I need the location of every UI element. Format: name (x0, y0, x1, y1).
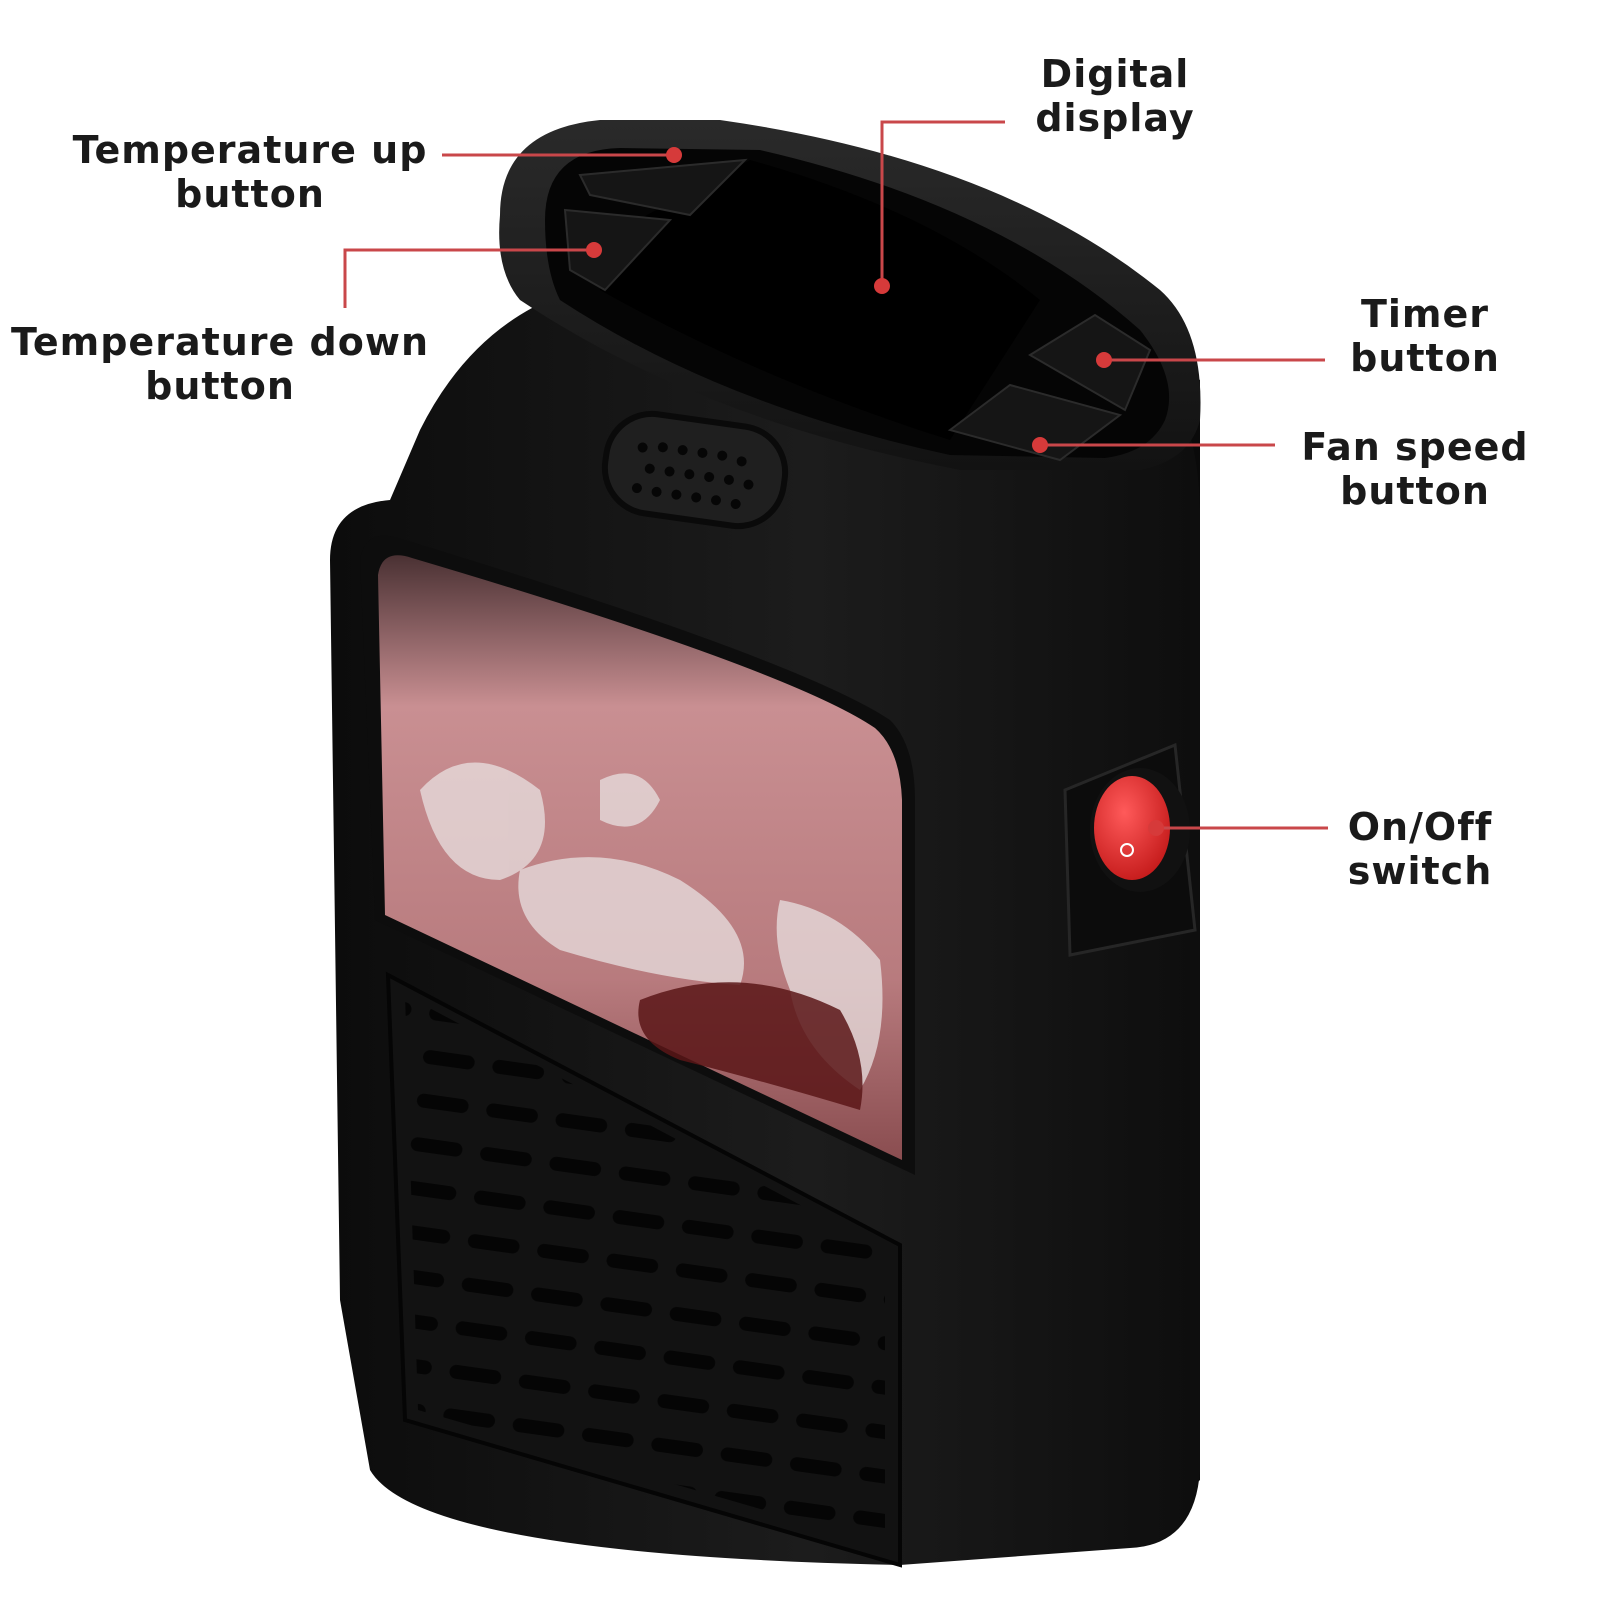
leader-line-digital-display (880, 120, 1005, 286)
fan-speed-button[interactable] (947, 383, 1123, 462)
label-fan-speed: Fan speed button (1285, 425, 1545, 513)
label-timer-line1: Timer (1360, 292, 1490, 336)
label-on-off-line2: switch (1347, 849, 1493, 893)
label-temperature-up-line1: Temperature up (72, 128, 428, 172)
flame-window (360, 535, 915, 1175)
label-digital-display-line2: display (1035, 96, 1195, 140)
dot-timer (1096, 352, 1112, 368)
label-digital-display: Digital display (1010, 52, 1220, 140)
timer-button[interactable] (1028, 313, 1152, 412)
dot-temp-up (666, 147, 682, 163)
digital-display-screen (600, 160, 1040, 440)
temperature-up-button[interactable] (578, 158, 748, 217)
control-panel (545, 148, 1170, 462)
label-temperature-down: Temperature down button (0, 320, 440, 408)
label-timer: Timer button (1340, 292, 1510, 380)
front-grille (385, 971, 902, 1568)
label-on-off: On/Off switch (1335, 805, 1505, 893)
label-timer-line2: button (1350, 336, 1500, 380)
label-temperature-down-line1: Temperature down (10, 320, 430, 364)
dot-on-off (1148, 820, 1164, 836)
flame-effect (420, 762, 883, 1090)
label-on-off-line1: On/Off (1347, 805, 1493, 849)
callout-dots (586, 147, 1164, 836)
leader-lines (343, 120, 1328, 830)
dot-fan-speed (1032, 437, 1048, 453)
dot-digital-display (874, 278, 890, 294)
label-temperature-up: Temperature up button (30, 128, 470, 216)
label-temperature-up-line2: button (175, 172, 325, 216)
label-temperature-down-line2: button (145, 364, 295, 408)
dot-temp-down (586, 242, 602, 258)
label-fan-speed-line2: button (1340, 469, 1490, 513)
top-vent (601, 410, 789, 530)
label-digital-display-line1: Digital (1040, 52, 1190, 96)
leader-line-temp-down (343, 248, 592, 308)
label-fan-speed-line1: Fan speed (1301, 425, 1529, 469)
on-off-switch[interactable] (1063, 742, 1197, 957)
